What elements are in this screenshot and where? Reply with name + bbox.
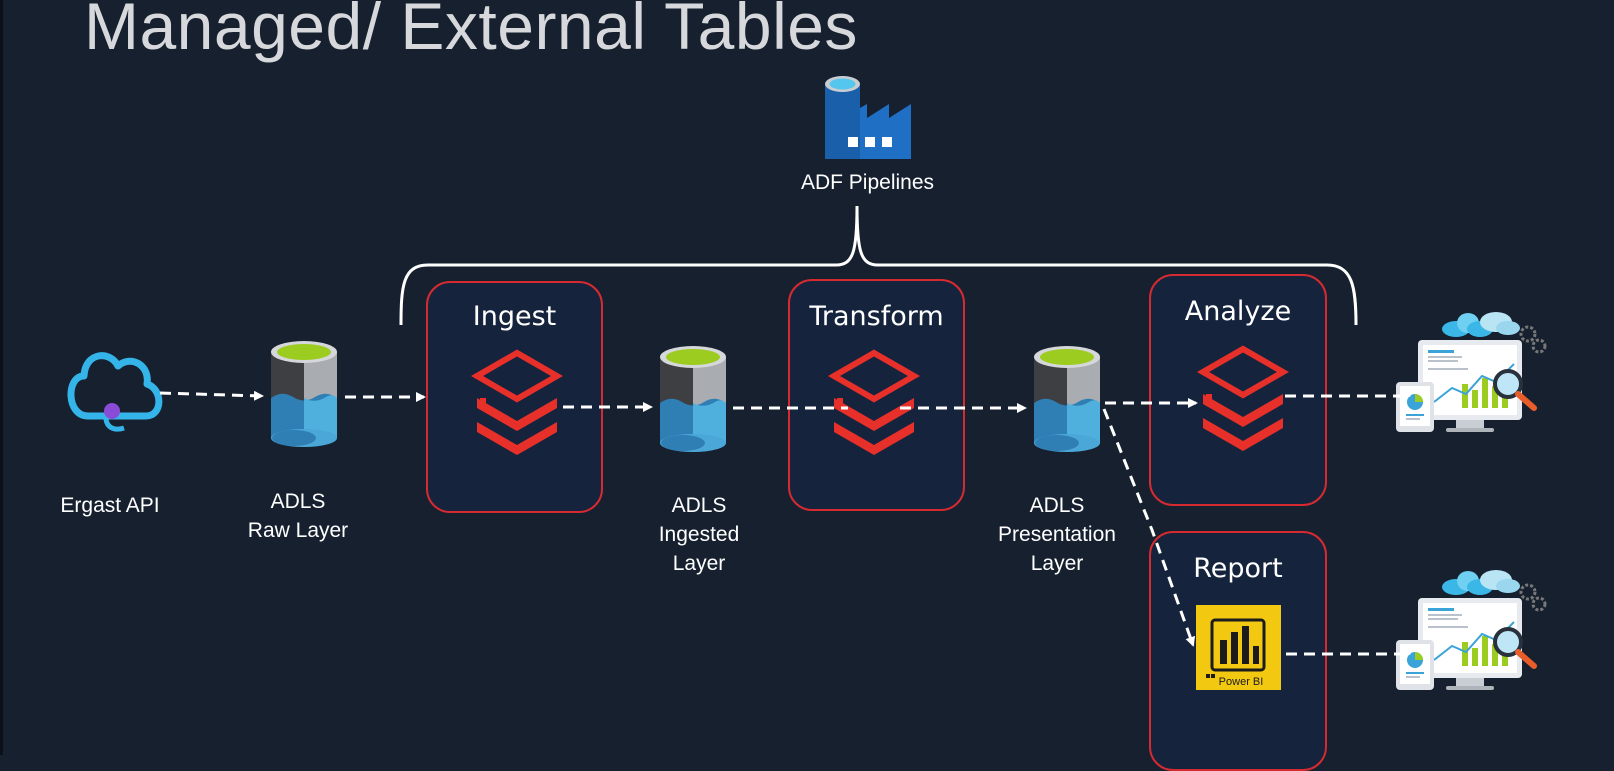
slide-title: Managed/ External Tables	[84, 0, 858, 63]
stage-transform-title: Transform	[809, 301, 944, 332]
adls-ingested-label: ADLS Ingested Layer	[624, 491, 774, 578]
azure-data-factory-icon	[825, 76, 911, 159]
stage-ingest: Ingest	[426, 281, 603, 513]
adls-raw-line1: ADLS	[270, 490, 326, 513]
adls-presentation-icon	[1034, 346, 1100, 452]
power-bi-badge: Power BI	[1219, 676, 1264, 688]
ergast-api-label: Ergast API	[60, 494, 160, 517]
arrow-presentation-to-report	[1102, 408, 1196, 647]
dashboard-analytics-icon-top	[1396, 312, 1545, 432]
adls-ingested-line1: ADLS	[671, 494, 727, 517]
databricks-ingest-icon	[477, 353, 557, 455]
adls-ingested-icon	[660, 346, 726, 452]
power-bi-icon	[1196, 605, 1281, 690]
pipeline-brace	[399, 205, 1358, 326]
databricks-transform-icon	[834, 353, 914, 455]
arrow-api-to-raw	[159, 390, 264, 401]
pipeline-diagram: Power BI	[67, 76, 1614, 755]
adls-presentation-label: ADLS Presentation Layer	[982, 491, 1132, 578]
adls-raw-label: ADLS Raw Layer	[228, 487, 368, 545]
adls-presentation-line1: ADLS	[1029, 494, 1085, 517]
adf-pipelines-label: ADF Pipelines	[800, 171, 935, 194]
adls-raw-icon	[271, 341, 337, 447]
adls-raw-line2: Raw Layer	[247, 519, 349, 542]
adls-ingested-line2: Ingested	[658, 523, 740, 546]
adls-presentation-line2: Presentation	[998, 523, 1116, 546]
stage-ingest-title: Ingest	[472, 301, 557, 332]
window-edge	[0, 0, 3, 755]
stage-analyze-title: Analyze	[1184, 296, 1292, 327]
dashboard-analytics-icon-bottom	[1396, 570, 1545, 690]
adls-presentation-line3: Layer	[1030, 552, 1084, 575]
cloud-api-icon	[67, 352, 163, 432]
databricks-analyze-icon	[1203, 349, 1283, 451]
adls-ingested-line3: Layer	[672, 552, 726, 575]
stage-report-title: Report	[1193, 553, 1283, 584]
